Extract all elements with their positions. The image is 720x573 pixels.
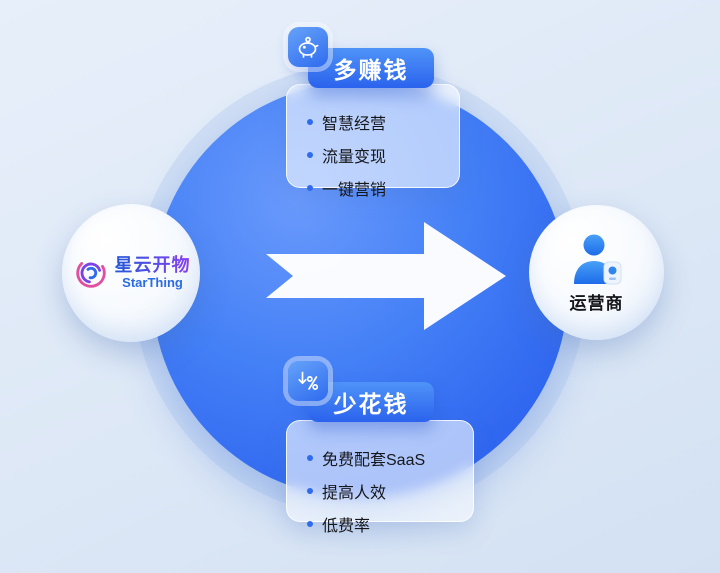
- list-item-label: 一键营销: [322, 182, 387, 199]
- top-card-list: 智慧经营 流量变现 一键营销: [287, 85, 459, 200]
- starthing-brand: 星云开物 StarThing: [72, 254, 191, 292]
- top-card-title: 多赚钱: [333, 57, 409, 83]
- starthing-brand-text: 星云开物 StarThing: [115, 255, 191, 291]
- arrow-right-icon: [266, 222, 506, 330]
- bullet-dot: [307, 152, 313, 158]
- operator-label: 运营商: [569, 293, 624, 313]
- bullet-dot: [307, 455, 313, 461]
- top-card: 智慧经营 流量变现 一键营销: [286, 84, 460, 199]
- person-icon: [573, 234, 621, 284]
- list-item: 免费配套SaaS: [307, 446, 473, 470]
- bottom-card: 免费配套SaaS 提高人效 低费率: [286, 420, 474, 535]
- top-card-title-badge: 多赚钱: [308, 48, 434, 88]
- bullet-dot: [307, 119, 313, 125]
- brand-name-cn: 星云开物: [114, 255, 191, 276]
- list-item-label: 免费配套SaaS: [322, 452, 426, 469]
- list-item: 提高人效: [307, 479, 473, 503]
- list-item-label: 提高人效: [322, 485, 387, 502]
- bullet-dot: [307, 185, 313, 191]
- bottom-card-list: 免费配套SaaS 提高人效 低费率: [287, 421, 473, 536]
- piggy-bank-icon: [288, 27, 328, 67]
- starthing-swirl-icon: [75, 258, 106, 288]
- list-item-label: 流量变现: [322, 149, 387, 166]
- discount-percent-icon: [288, 361, 328, 401]
- list-item: 智慧经营: [307, 110, 459, 134]
- bottom-card-title: 少花钱: [333, 391, 409, 417]
- list-item-label: 智慧经营: [322, 116, 387, 133]
- list-item: 低费率: [307, 512, 473, 536]
- bullet-dot: [307, 488, 313, 494]
- list-item: 流量变现: [307, 143, 459, 167]
- bottom-card-title-badge: 少花钱: [308, 382, 434, 422]
- operator-node: 运营商: [529, 205, 664, 340]
- list-item-label: 低费率: [322, 518, 371, 535]
- list-item: 一键营销: [307, 176, 459, 200]
- starthing-node: 星云开物 StarThing: [62, 204, 200, 342]
- bullet-dot: [307, 521, 313, 527]
- brand-name-en: StarThing: [122, 274, 183, 290]
